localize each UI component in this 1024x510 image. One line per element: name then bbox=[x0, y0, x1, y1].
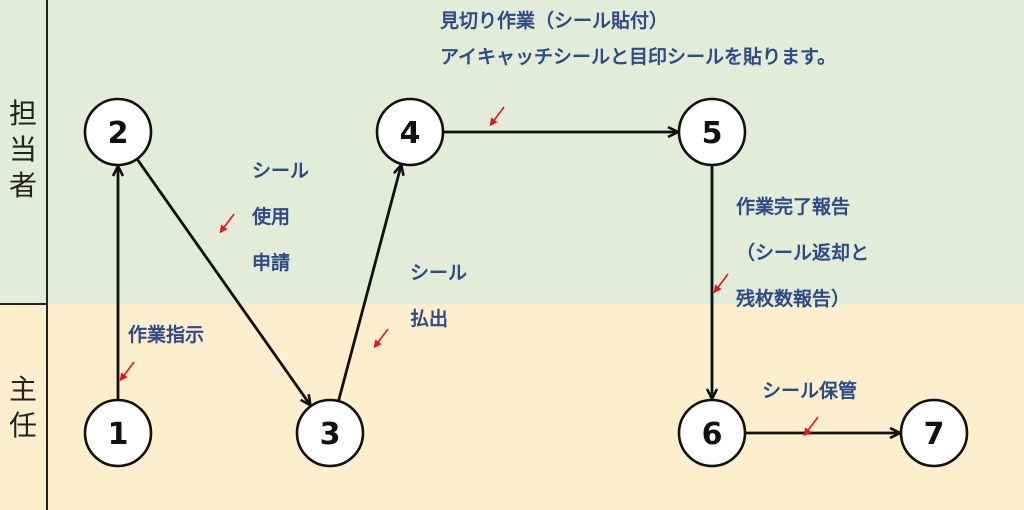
edge-label-4-5-line-2: アイキャッチシールと目印シールを貼ります。 bbox=[440, 46, 837, 68]
red-pointer-1-2 bbox=[119, 361, 135, 382]
node-label-4: 4 bbox=[400, 116, 421, 151]
edge-label-5-6-line-1: 作業完了報告 bbox=[736, 196, 851, 218]
edge-label-1-2: 作業指示 bbox=[128, 324, 205, 346]
node-label-2: 2 bbox=[108, 116, 129, 151]
lane-label-tantousha: 担当者 bbox=[0, 96, 46, 204]
edge-label-3-4-line-1: シール bbox=[410, 262, 468, 284]
lane-label-shunin-char-2: 任 bbox=[8, 409, 37, 442]
edge-label-3-4-line-2: 払出 bbox=[410, 308, 449, 330]
edge-label-2-3: シール 使用 申請 bbox=[252, 160, 309, 274]
edge-arrow-2-3 bbox=[135, 158, 310, 404]
node-circle-5 bbox=[677, 97, 747, 167]
red-pointer-2-3 bbox=[219, 213, 235, 234]
red-pointer-6-7 bbox=[803, 416, 819, 437]
edge-label-5-6-line-2: （シール返却と bbox=[736, 242, 870, 264]
edge-label-2-3-line-2: 使用 bbox=[252, 206, 291, 228]
node-circle-2 bbox=[83, 97, 153, 167]
lane-label-shunin: 主任 bbox=[0, 372, 46, 444]
edge-label-4-5: 見切り作業（シール貼付） アイキャッチシールと目印シールを貼ります。 bbox=[440, 10, 836, 68]
red-pointer-5-6 bbox=[713, 273, 729, 294]
node-circle-6 bbox=[677, 398, 747, 468]
node-label-5: 5 bbox=[702, 116, 723, 151]
node-label-1: 1 bbox=[108, 417, 129, 452]
node-circle-1 bbox=[83, 398, 153, 468]
red-pointer-4-5 bbox=[489, 106, 505, 127]
lane-divider bbox=[0, 303, 48, 305]
lane-label-tantousha-char-1: 担 bbox=[8, 97, 37, 130]
node-label-6: 6 bbox=[702, 417, 723, 452]
node-circle-3 bbox=[295, 398, 365, 468]
edge-label-2-3-line-1: シール bbox=[252, 160, 310, 182]
edge-label-5-6: 作業完了報告 （シール返却と 残枚数報告） bbox=[736, 196, 869, 310]
node-circle-4 bbox=[375, 97, 445, 167]
edge-arrow-3-4 bbox=[337, 166, 401, 402]
lane-band-top bbox=[0, 0, 1024, 304]
edge-label-4-5-line-1: 見切り作業（シール貼付） bbox=[440, 10, 669, 32]
node-circle-7 bbox=[899, 398, 969, 468]
node-label-3: 3 bbox=[320, 417, 341, 452]
lane-label-tantousha-char-3: 者 bbox=[8, 169, 37, 202]
lane-label-tantousha-char-2: 当 bbox=[8, 133, 37, 166]
edge-label-3-4: シール 払出 bbox=[410, 262, 467, 330]
lane-header-column bbox=[0, 0, 48, 510]
edge-label-2-3-line-3: 申請 bbox=[252, 252, 291, 274]
lane-label-shunin-char-1: 主 bbox=[8, 373, 37, 406]
edge-label-6-7: シール保管 bbox=[762, 380, 858, 402]
lane-band-bottom bbox=[0, 304, 1024, 510]
node-label-7: 7 bbox=[924, 417, 945, 452]
red-pointer-3-4 bbox=[373, 328, 389, 349]
edge-label-5-6-line-3: 残枚数報告） bbox=[736, 288, 851, 310]
